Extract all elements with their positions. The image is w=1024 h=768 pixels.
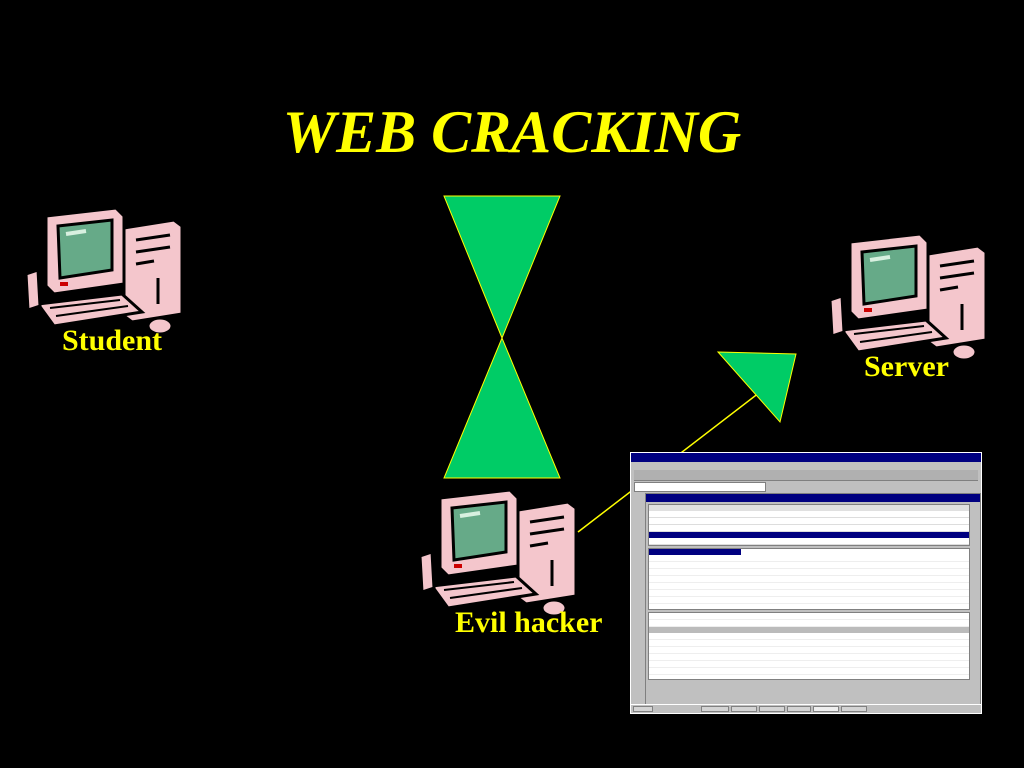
capture-taskbar bbox=[631, 704, 981, 713]
packet-hex-pane bbox=[648, 612, 970, 680]
capture-toolbar bbox=[634, 470, 978, 481]
arrow-head bbox=[716, 351, 797, 424]
capture-inner-titlebar bbox=[646, 494, 980, 502]
packet-capture-screenshot bbox=[630, 452, 982, 714]
student-computer-icon bbox=[24, 206, 184, 336]
server-label: Server bbox=[864, 350, 949, 383]
slide-title: WEB CRACKING bbox=[282, 99, 742, 165]
upper-triangle bbox=[443, 195, 561, 340]
packet-list-pane bbox=[648, 504, 970, 546]
student-label: Student bbox=[62, 324, 163, 357]
capture-window-titlebar bbox=[631, 453, 981, 462]
capture-menu-bar bbox=[631, 462, 981, 469]
lower-triangle bbox=[443, 336, 561, 479]
packet-detail-pane bbox=[648, 548, 970, 610]
capture-dropdown bbox=[634, 482, 766, 492]
hacker-computer-icon bbox=[418, 488, 578, 618]
evil-hacker-label: Evil hacker bbox=[455, 606, 603, 639]
server-computer-icon bbox=[828, 232, 988, 362]
capture-inner-window bbox=[645, 493, 981, 711]
